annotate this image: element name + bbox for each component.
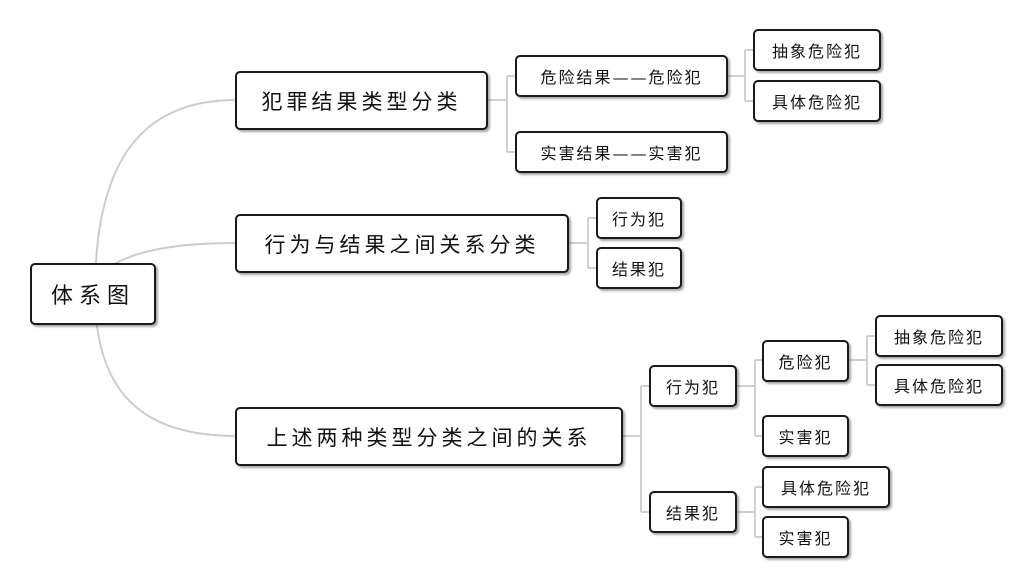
branch-3-act-harm-node[interactable]: 实害犯 [762, 415, 849, 457]
branch-3-act-danger-leaf-2-node[interactable]: 具体危险犯 [875, 364, 1003, 406]
branch-3-act-danger-label: 危险犯 [778, 353, 833, 372]
branch-3-act-danger-node[interactable]: 危险犯 [762, 340, 849, 382]
root-to-branch-1-curve [94, 99, 237, 294]
root-label: 体系图 [50, 284, 135, 309]
bracket-branch-1 [487, 75, 516, 153]
branch-1-child-1-label: 危险结果——危险犯 [540, 68, 703, 87]
bracket-danger-offense [848, 335, 876, 386]
branch-2-label: 行为与结果之间关系分类 [264, 232, 540, 257]
branch-3-result-offense-label: 结果犯 [665, 504, 720, 523]
branch-3-result-harm-node[interactable]: 实害犯 [762, 516, 849, 558]
branch-3-act-danger-leaf-1-node[interactable]: 抽象危险犯 [875, 315, 1003, 357]
bracket-branch-3 [622, 385, 650, 513]
branch-2-child-1-node[interactable]: 行为犯 [596, 197, 682, 239]
bracket-danger-result [727, 49, 754, 102]
branch-1-child-1-leaf-1-node[interactable]: 抽象危险犯 [753, 29, 881, 71]
branch-2-child-2-label: 结果犯 [611, 260, 666, 279]
root-node[interactable]: 体系图 [30, 263, 156, 325]
branch-1-child-1-leaf-1-label: 抽象危险犯 [771, 42, 862, 61]
bracket-branch-2 [568, 217, 597, 269]
branch-3-result-offense-node[interactable]: 结果犯 [649, 491, 737, 533]
bracket-result-offense [736, 486, 763, 538]
branch-1-child-2-label: 实害结果——实害犯 [540, 144, 703, 163]
branch-1-label: 犯罪结果类型分类 [261, 89, 462, 114]
branch-1-node[interactable]: 犯罪结果类型分类 [235, 71, 488, 130]
branch-1-child-1-leaf-2-label: 具体危险犯 [771, 93, 862, 112]
branch-2-child-2-node[interactable]: 结果犯 [596, 247, 682, 289]
root-to-branch-3-curve [94, 292, 237, 437]
branch-3-result-harm-label: 实害犯 [778, 529, 833, 548]
branch-1-child-2-node[interactable]: 实害结果——实害犯 [515, 131, 728, 173]
branch-3-result-concrete-danger-node[interactable]: 具体危险犯 [762, 466, 890, 508]
branch-3-label: 上述两种类型分类之间的关系 [266, 425, 592, 450]
branch-3-act-danger-leaf-2-label: 具体危险犯 [893, 377, 984, 396]
branch-3-act-offense-label: 行为犯 [665, 378, 720, 397]
branch-1-child-1-node[interactable]: 危险结果——危险犯 [515, 55, 728, 97]
bracket-act-offense [736, 359, 763, 437]
branch-3-act-harm-label: 实害犯 [778, 428, 833, 447]
branch-1-child-1-leaf-2-node[interactable]: 具体危险犯 [753, 80, 881, 122]
branch-2-child-1-label: 行为犯 [611, 210, 666, 229]
branch-3-act-offense-node[interactable]: 行为犯 [649, 365, 737, 407]
bracket-lines [487, 49, 876, 538]
branch-2-node[interactable]: 行为与结果之间关系分类 [235, 214, 569, 273]
branch-3-act-danger-leaf-1-label: 抽象危险犯 [893, 328, 984, 347]
branch-3-result-concrete-danger-label: 具体危险犯 [780, 479, 871, 498]
branch-3-node[interactable]: 上述两种类型分类之间的关系 [235, 407, 623, 466]
